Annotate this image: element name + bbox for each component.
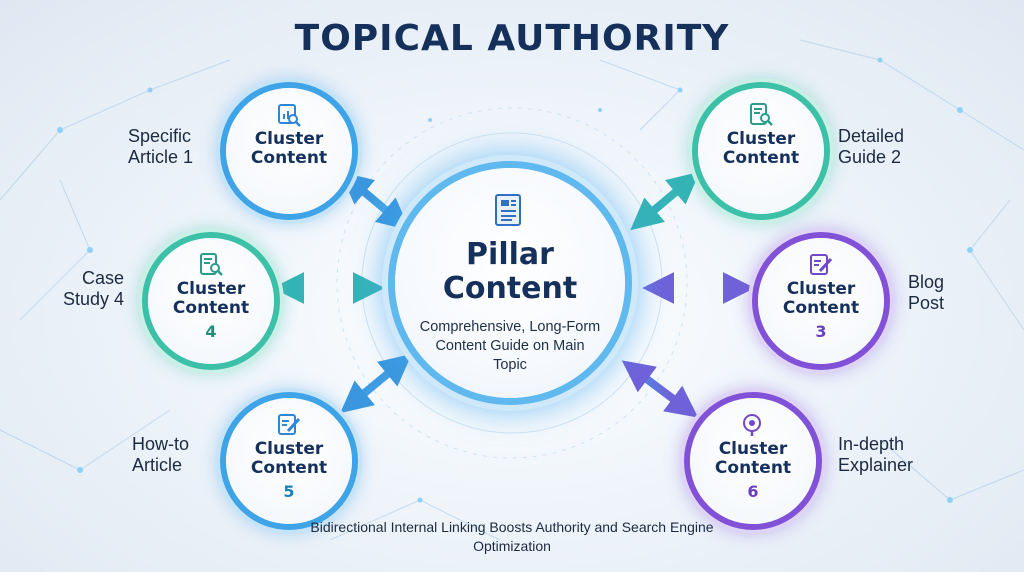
cluster-label: Cluster Content [782,279,860,318]
edit-document-icon [278,414,301,435]
arrow-cluster-2 [630,171,700,231]
side-label-6: In-depth Explainer [838,434,914,475]
document-icon [495,194,521,226]
page-title: TOPICAL AUTHORITY [294,18,730,59]
side-label-4: Case Study 4 [62,268,124,309]
cluster-label: Cluster Content [714,439,792,478]
arrow-cluster-6 [621,360,699,418]
arrow-cluster-5 [340,353,412,414]
arrow-cluster-1 [340,171,410,231]
side-label-2: Detailed Guide 2 [838,126,905,167]
target-search-icon [743,414,761,436]
cluster-node-3: Cluster Content 3 [758,238,884,364]
pillar-subtitle: Comprehensive, Long-Form Content Guide o… [419,319,601,373]
cluster-node-5: Cluster Content 5 [226,398,352,524]
cluster-number: 4 [205,322,217,341]
side-label-3: Blog Post [908,272,945,313]
pillar-title: Pillar Content [442,237,578,306]
cluster-label: Cluster Content [172,279,250,318]
side-label-5: How-to Article [132,434,190,475]
footer-caption: Bidirectional Internal Linking Boosts Au… [310,519,714,554]
side-label-1: Specific Article 1 [128,126,194,167]
document-search-icon [750,103,773,126]
edit-document-icon [810,254,833,275]
document-search-icon [200,253,223,276]
cluster-label: Cluster Content [250,439,328,478]
cluster-number: 3 [815,322,827,341]
cluster-node-1: Cluster Content [226,88,352,214]
cluster-number: 6 [747,482,759,501]
cluster-number: 5 [283,482,295,501]
pillar-content-node: Pillar Content Comprehensive, Long-Form … [395,168,625,398]
cluster-label: Cluster Content [250,129,328,168]
cluster-node-2: Cluster Content [698,88,824,214]
cluster-node-6: Cluster Content 6 [690,398,816,524]
cluster-node-4: Cluster Content 4 [148,238,274,364]
cluster-label: Cluster Content [722,129,800,168]
analytics-search-icon [278,104,301,127]
